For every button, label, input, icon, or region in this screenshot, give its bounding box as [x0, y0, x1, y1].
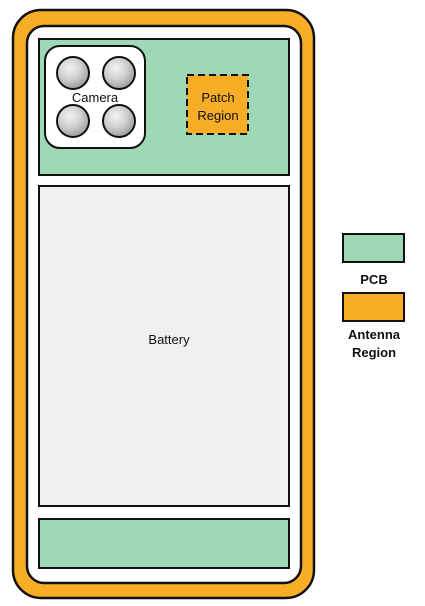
legend-antenna-label-line2: Region	[352, 345, 396, 360]
patch-label-line2: Region	[197, 108, 238, 123]
camera-label: Camera	[72, 90, 119, 105]
battery-region	[38, 185, 290, 507]
patch-region	[186, 74, 249, 135]
legend-antenna-label-line1: Antenna	[348, 327, 401, 342]
patch-label-line1: Patch	[201, 90, 234, 105]
battery-label: Battery	[148, 332, 190, 347]
legend-pcb-swatch	[342, 233, 405, 263]
camera-lens-icon	[56, 56, 90, 90]
camera-lens-icon	[102, 56, 136, 90]
bottom-pcb	[38, 518, 290, 569]
camera-lens-icon	[56, 104, 90, 138]
camera-lens-icon	[102, 104, 136, 138]
legend-antenna-swatch	[342, 292, 405, 322]
legend-pcb-label: PCB	[360, 272, 387, 287]
